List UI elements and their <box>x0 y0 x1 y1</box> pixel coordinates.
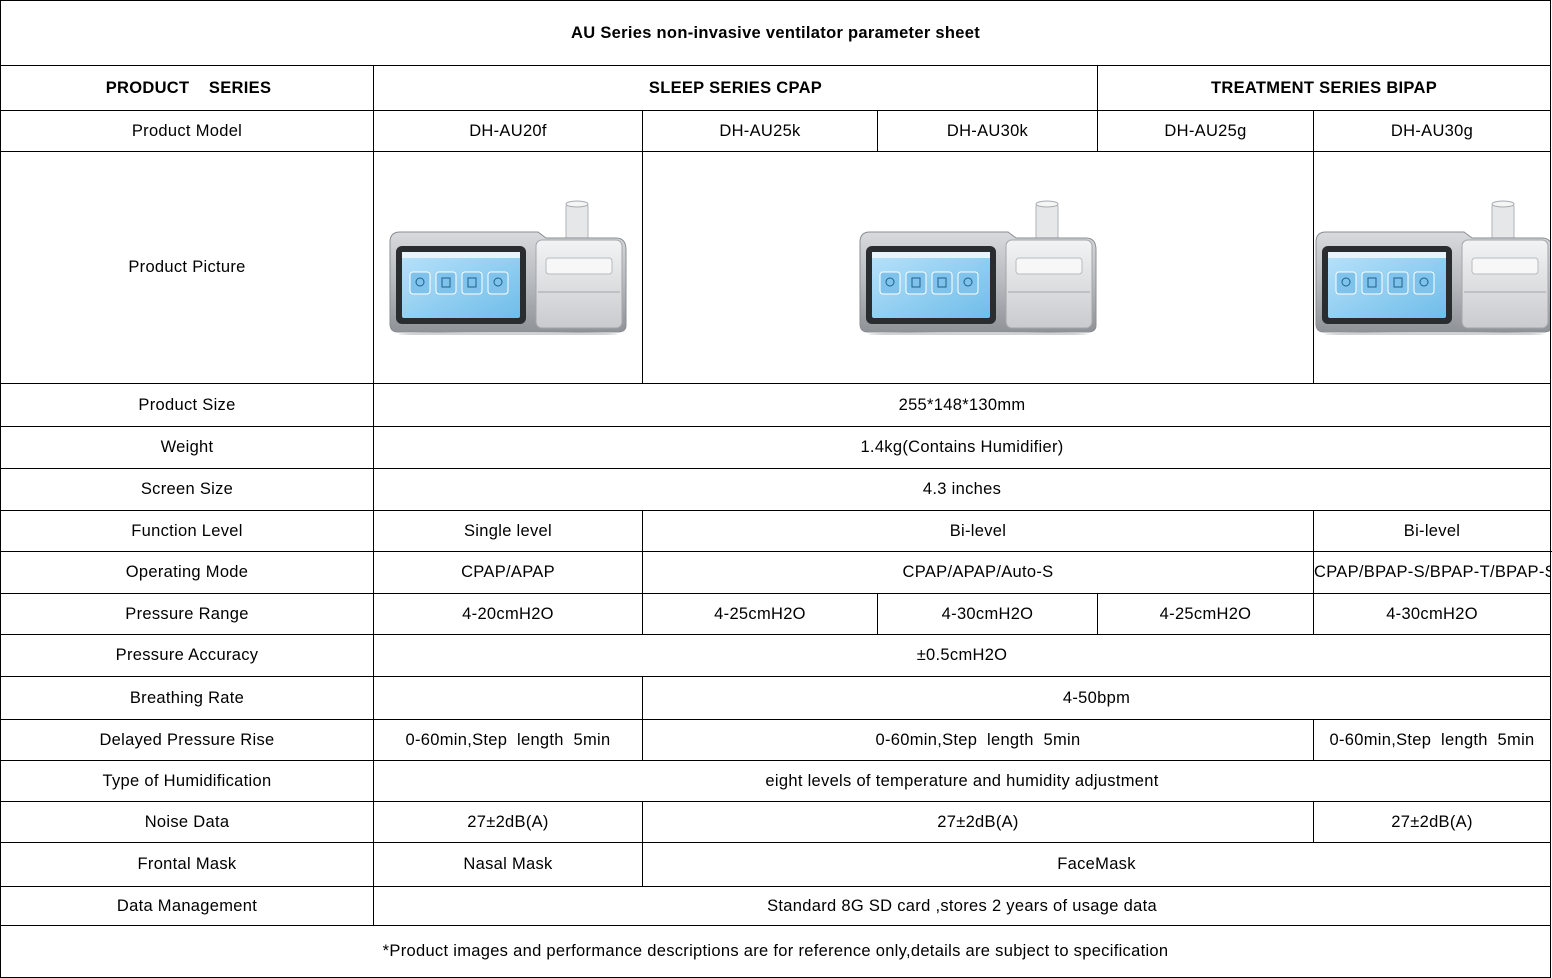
row-label: Product Model <box>0 110 374 152</box>
humidification-row: Type of Humidification eight levels of t… <box>0 760 1552 802</box>
row-label: Pressure Accuracy <box>0 634 374 677</box>
screen-size-value: 4.3 inches <box>372 468 1552 511</box>
function-level-row: Function Level Single level Bi-level Bi-… <box>0 510 1552 552</box>
row-label: Product Size <box>0 383 374 427</box>
noise-data-row: Noise Data 27±2dB(A) 27±2dB(A) 27±2dB(A) <box>0 801 1552 843</box>
product-picture-row: Product Picture <box>0 151 1552 384</box>
operating-mode-sleep: CPAP/APAP/Auto-S <box>642 551 1314 594</box>
pressure-range-au30k: 4-30cmH2O <box>877 593 1098 635</box>
footnote-row: *Product images and performance descript… <box>0 925 1552 978</box>
model-au25g: DH-AU25g <box>1097 110 1314 152</box>
row-label: Delayed Pressure Rise <box>0 719 374 761</box>
frontal-mask-value: FaceMask <box>641 842 1552 887</box>
noise-au20f: 27±2dB(A) <box>373 801 643 843</box>
pressure-accuracy-row: Pressure Accuracy ±0.5cmH2O <box>0 634 1552 677</box>
pressure-range-au25k: 4-25cmH2O <box>642 593 878 635</box>
row-label: Breathing Rate <box>0 676 374 720</box>
pressure-range-au30g: 4-30cmH2O <box>1312 593 1552 635</box>
breathing-rate-value: 4-50bpm <box>641 676 1552 720</box>
row-label: Weight <box>0 426 374 469</box>
breathing-rate-row: Breathing Rate 4-50bpm <box>0 676 1552 720</box>
product-size-value: 255*148*130mm <box>372 383 1552 427</box>
pressure-accuracy-value: ±0.5cmH2O <box>372 634 1552 677</box>
delayed-rise-au20f: 0-60min,Step length 5min <box>373 719 643 761</box>
weight-row: Weight 1.4kg(Contains Humidifier) <box>0 426 1552 469</box>
treatment-series-header: TREATMENT SERIES BIPAP <box>1096 65 1552 111</box>
frontal-mask-row: Frontal Mask Nasal Mask FaceMask <box>0 842 1552 887</box>
model-au25k: DH-AU25k <box>642 110 878 152</box>
noise-treatment: 27±2dB(A) <box>1312 801 1552 843</box>
operating-mode-row: Operating Mode CPAP/APAP CPAP/APAP/Auto-… <box>0 551 1552 594</box>
footnote: *Product images and performance descript… <box>0 925 1552 978</box>
ventilator-image <box>388 200 628 335</box>
picture-sleep-series <box>642 151 1314 384</box>
sleep-series-header: SLEEP SERIES CPAP <box>373 65 1098 111</box>
weight-value: 1.4kg(Contains Humidifier) <box>372 426 1552 469</box>
model-au20f: DH-AU20f <box>373 110 643 152</box>
operating-mode-treatment: CPAP/BPAP-S/BPAP-T/BPAP-ST <box>1312 551 1552 594</box>
row-label: Operating Mode <box>0 551 374 594</box>
page-title: AU Series non-invasive ventilator parame… <box>0 0 1552 66</box>
row-label: Function Level <box>0 510 374 552</box>
row-label: Product Picture <box>0 151 374 384</box>
picture-au20f <box>373 151 643 384</box>
model-au30k: DH-AU30k <box>877 110 1098 152</box>
title-row: AU Series non-invasive ventilator parame… <box>0 0 1552 66</box>
delayed-rise-sleep: 0-60min,Step length 5min <box>642 719 1314 761</box>
function-level-treatment: Bi-level <box>1312 510 1552 552</box>
row-label: Frontal Mask <box>0 842 374 887</box>
pressure-range-au20f: 4-20cmH2O <box>373 593 643 635</box>
pressure-range-au25g: 4-25cmH2O <box>1097 593 1314 635</box>
ventilator-image <box>1314 200 1551 335</box>
row-label: Screen Size <box>0 468 374 511</box>
screen-size-row: Screen Size 4.3 inches <box>0 468 1552 511</box>
delayed-rise-treatment: 0-60min,Step length 5min <box>1312 719 1552 761</box>
humidification-value: eight levels of temperature and humidity… <box>372 760 1552 802</box>
data-management-row: Data Management Standard 8G SD card ,sto… <box>0 886 1552 926</box>
delayed-pressure-rise-row: Delayed Pressure Rise 0-60min,Step lengt… <box>0 719 1552 761</box>
breathing-rate-au20f <box>373 676 643 720</box>
row-label: Noise Data <box>0 801 374 843</box>
function-level-au20f: Single level <box>373 510 643 552</box>
series-header-row: PRODUCT SERIES SLEEP SERIES CPAP TREATME… <box>0 65 1552 111</box>
data-management-value: Standard 8G SD card ,stores 2 years of u… <box>372 886 1552 926</box>
row-label: Type of Humidification <box>0 760 374 802</box>
frontal-mask-au20f: Nasal Mask <box>373 842 643 887</box>
pressure-range-row: Pressure Range 4-20cmH2O 4-25cmH2O 4-30c… <box>0 593 1552 635</box>
model-au30g: DH-AU30g <box>1312 110 1552 152</box>
ventilator-image <box>858 200 1098 335</box>
row-label: Data Management <box>0 886 374 926</box>
operating-mode-au20f: CPAP/APAP <box>373 551 643 594</box>
product-series-label: PRODUCT SERIES <box>0 65 374 111</box>
product-model-row: Product Model DH-AU20f DH-AU25k DH-AU30k… <box>0 110 1552 152</box>
noise-sleep: 27±2dB(A) <box>642 801 1314 843</box>
function-level-sleep: Bi-level <box>642 510 1314 552</box>
row-label: Pressure Range <box>0 593 374 635</box>
product-size-row: Product Size 255*148*130mm <box>0 383 1552 427</box>
picture-treatment-series <box>1312 151 1552 384</box>
